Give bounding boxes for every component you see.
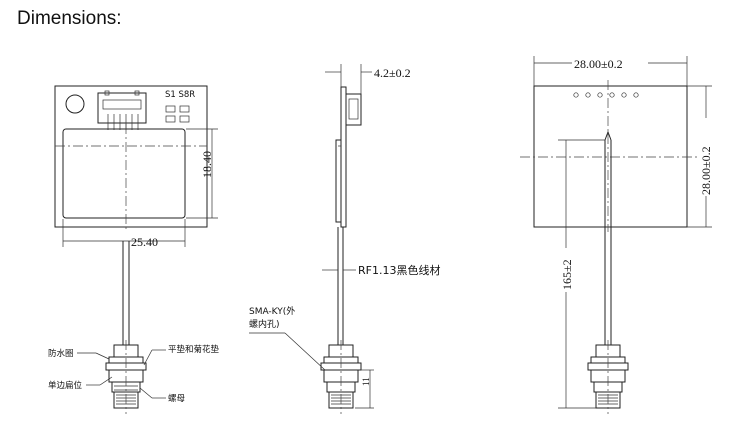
side-patch <box>335 139 342 223</box>
connector-type-label-2: 螺内孔) <box>249 318 280 330</box>
connector-type-label-1: SMA-KY(外 <box>249 305 295 317</box>
pcb-outline <box>54 85 208 228</box>
page-title: Dimensions: <box>17 8 122 29</box>
back-width-dimension: 28.00±0.2 <box>574 57 623 71</box>
back-view: 28.00±0.2 28.00±0.2 165±2 <box>520 56 713 414</box>
back-pad-holes <box>573 92 639 98</box>
front-view: S1 S8R 18.40 25.40 <box>48 85 220 414</box>
callout-flat-side: 单边扁位 <box>48 380 83 391</box>
connector-length-dimension: 11 <box>361 377 371 386</box>
callout-washer: 平垫和菊花垫 <box>168 344 220 355</box>
antenna-patch <box>62 128 186 219</box>
ipex-connector <box>97 92 147 124</box>
side-pcb <box>340 86 347 228</box>
cable-type-label: RF1.13黑色线材 <box>358 263 440 277</box>
callout-nut: 螺母 <box>168 393 185 404</box>
side-view: 4.2±0.2 RF1.13黑色线材 11 SMA-KY(外 螺内孔) <box>249 64 440 414</box>
pcb-silkscreen-label: S1 S8R <box>165 90 195 100</box>
front-width-dimension: 25.40 <box>131 235 158 249</box>
mounting-hole <box>65 94 85 114</box>
front-height-dimension: 18.40 <box>200 151 214 178</box>
callout-waterproof-ring: 防水圈 <box>48 348 74 359</box>
cable-length-dimension: 165±2 <box>560 259 574 290</box>
side-thickness-dimension: 4.2±0.2 <box>374 66 411 80</box>
side-connector <box>345 93 362 126</box>
back-height-dimension: 28.00±0.2 <box>699 146 713 195</box>
